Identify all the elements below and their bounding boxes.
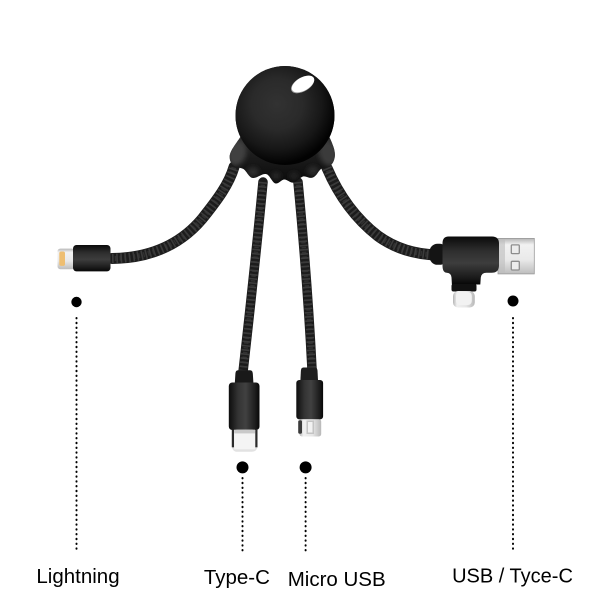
svg-text:USB / Tyce-C: USB / Tyce-C (452, 566, 573, 588)
svg-text:Lightning: Lightning (36, 565, 119, 588)
svg-text:Micro USB: Micro USB (288, 568, 386, 591)
svg-text:Type-C: Type-C (204, 566, 270, 589)
